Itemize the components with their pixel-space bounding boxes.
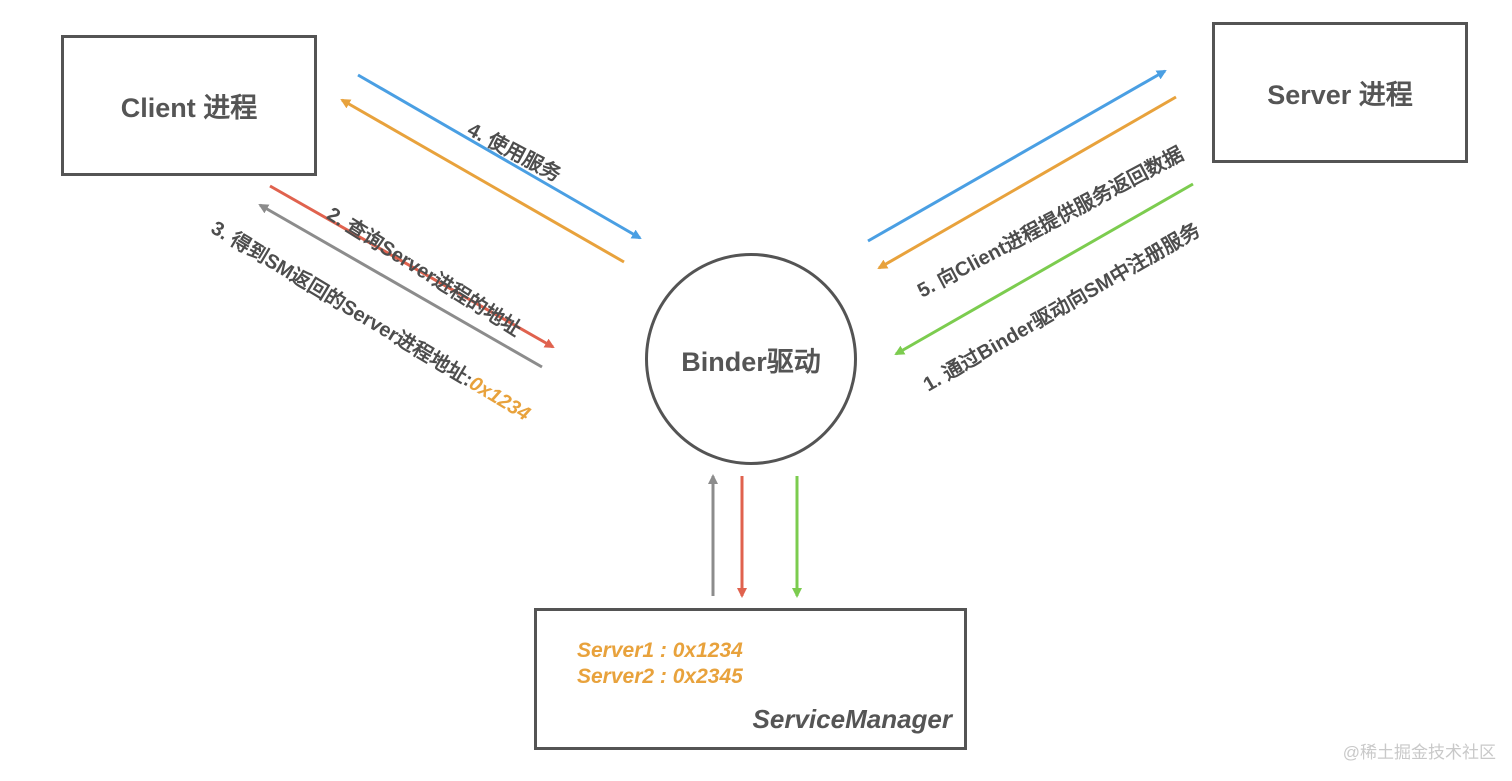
- server-process-label: Server 进程: [1267, 80, 1413, 110]
- service-manager-box: Server1 : 0x1234 Server2 : 0x2345 Servic…: [534, 608, 967, 750]
- client-process-box: Client 进程: [61, 35, 317, 176]
- arrow-register-service: [894, 182, 1194, 356]
- arrow-return-to-client: [340, 98, 625, 264]
- watermark: @稀土掘金技术社区: [1342, 743, 1496, 762]
- arrow-use-service: [357, 73, 642, 240]
- service-manager-title: ServiceManager: [752, 704, 952, 734]
- server-process-box: Server 进程: [1212, 22, 1468, 163]
- arrow-query-address: [269, 184, 555, 349]
- binder-driver-label: Binder驱动: [681, 346, 821, 377]
- sm-entry: Server2 : 0x2345: [577, 665, 743, 688]
- arrow-server-reply: [877, 95, 1177, 270]
- arrow-return-address: [258, 203, 543, 369]
- binder-driver-node: Binder驱动: [645, 253, 857, 465]
- sm-entry: Server1 : 0x1234: [577, 639, 743, 662]
- arrow-to-server: [867, 69, 1167, 243]
- client-process-label: Client 进程: [120, 93, 258, 123]
